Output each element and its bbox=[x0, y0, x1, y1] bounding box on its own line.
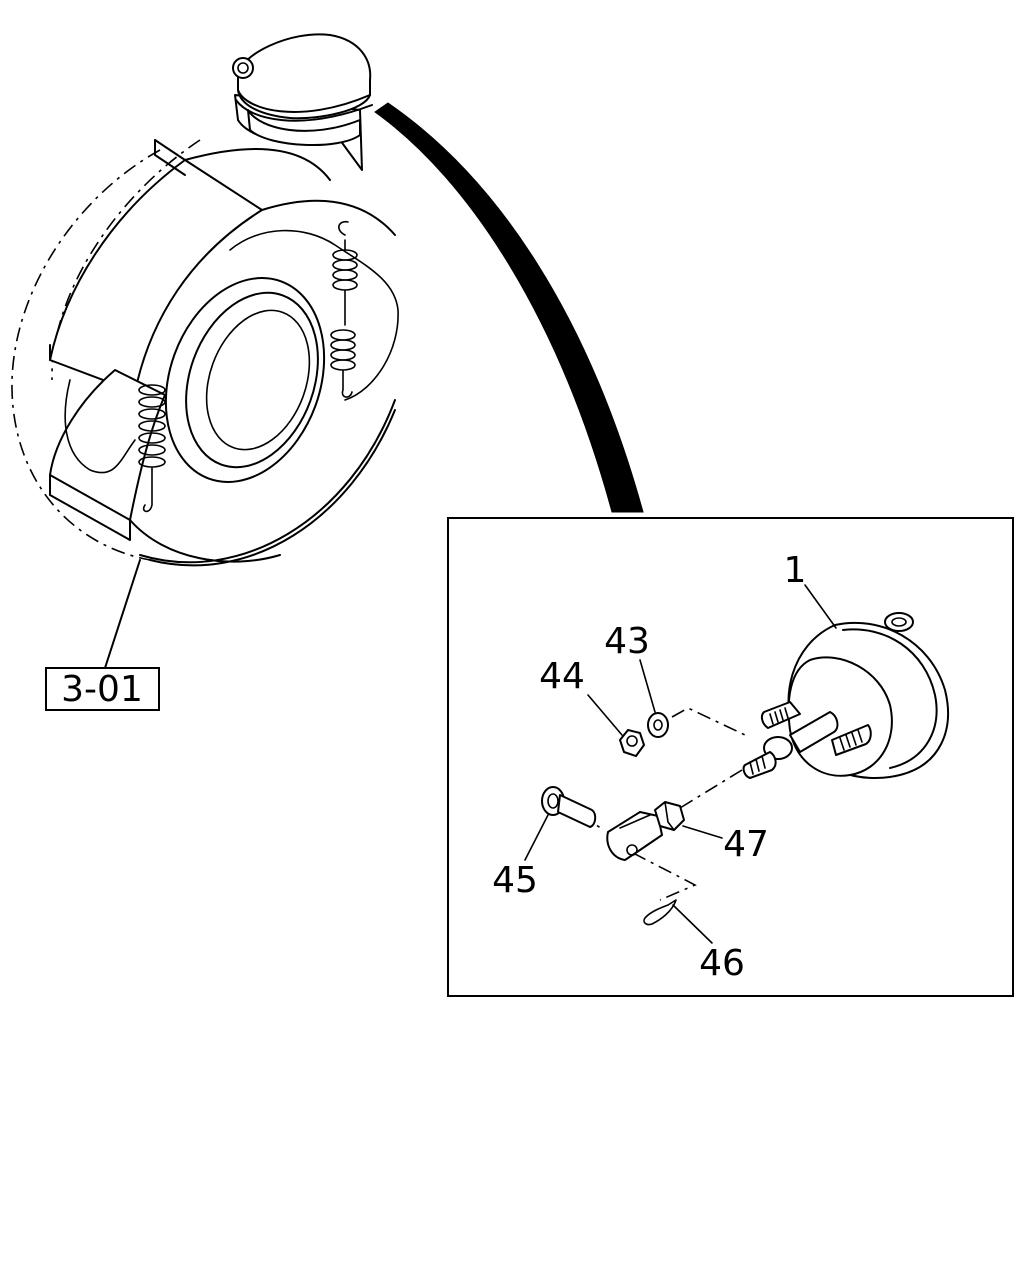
assembly-ref-box: 3-01 bbox=[45, 667, 160, 711]
leader-1 bbox=[804, 584, 837, 629]
detail-frame bbox=[447, 517, 1014, 997]
callout-47: 47 bbox=[723, 824, 769, 865]
return-spring-lower bbox=[138, 384, 166, 513]
leader-43 bbox=[639, 659, 656, 713]
cotter-pin-46 bbox=[643, 899, 677, 926]
detail-link-curve bbox=[374, 102, 644, 513]
washer-43 bbox=[647, 712, 669, 738]
callout-43: 43 bbox=[604, 621, 650, 662]
brake-shoe-assembly bbox=[11, 33, 399, 669]
assembly-ref-label: 3-01 bbox=[61, 669, 143, 710]
clevis-yoke bbox=[606, 811, 663, 861]
callout-1: 1 bbox=[784, 550, 807, 591]
leader-44 bbox=[587, 694, 623, 736]
nut-44 bbox=[619, 729, 645, 757]
brake-chamber-part-1 bbox=[742, 612, 949, 779]
callout-46: 46 bbox=[699, 943, 745, 984]
return-spring-upper bbox=[330, 220, 358, 398]
brake-chamber-top bbox=[232, 33, 373, 171]
callout-44: 44 bbox=[539, 656, 585, 697]
clevis-pin-45 bbox=[541, 786, 597, 828]
leader-45 bbox=[524, 814, 549, 861]
leader-47 bbox=[682, 825, 723, 839]
leader-46 bbox=[672, 904, 713, 944]
callout-45: 45 bbox=[492, 860, 538, 901]
lock-nut-47 bbox=[654, 801, 685, 831]
